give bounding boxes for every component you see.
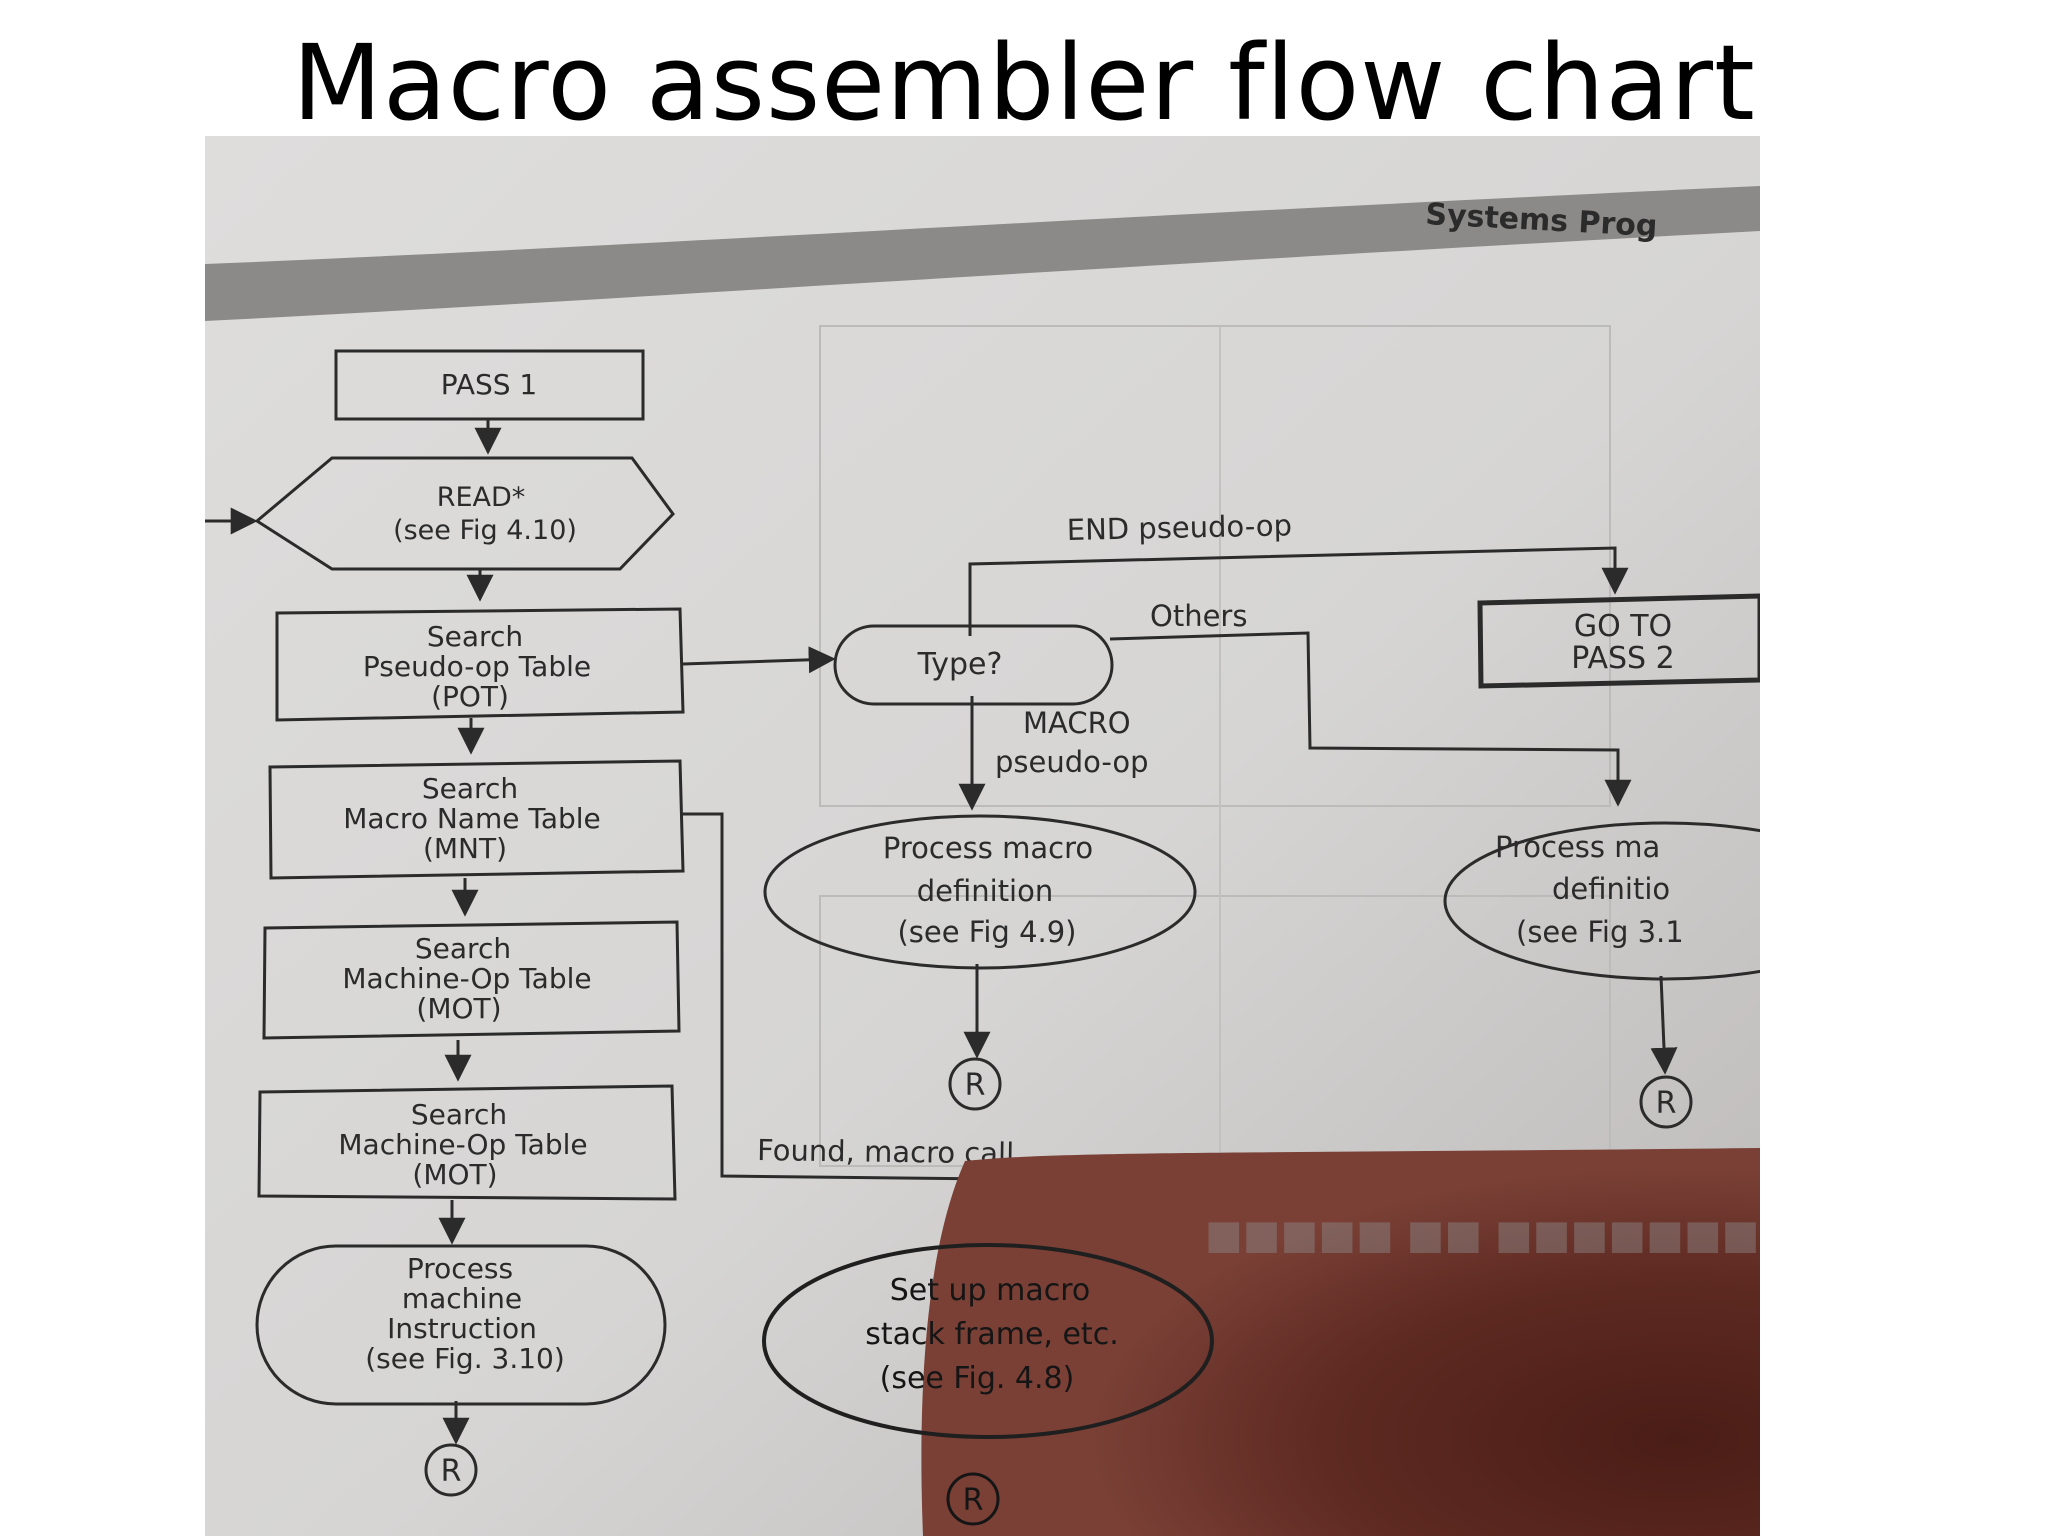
process-machine-line1: Process [407, 1252, 513, 1285]
return-connector: R [946, 1472, 1000, 1526]
macro-pseudo-op-label-2: pseudo-op [995, 745, 1149, 779]
pass1-label: PASS 1 [441, 368, 538, 401]
process-macro-def-line1: Process macro [883, 831, 1093, 865]
setup-macro-line1: Set up macro [890, 1273, 1091, 1308]
process-macro-def-right-line1: Process ma [1495, 830, 1660, 864]
process-macro-def-right-line3: (see Fig 3.1 [1516, 915, 1684, 949]
pass1-box [334, 349, 645, 421]
return-connector: R [948, 1057, 1002, 1111]
search-mot-box-1 [262, 920, 681, 1040]
search-mot2-line3: (MOT) [412, 1158, 497, 1191]
process-macro-def-line3: (see Fig 4.9) [897, 915, 1076, 949]
svg-text:R: R [965, 1068, 986, 1103]
type-decision-label: Type? [917, 647, 1003, 682]
search-pot-line2: Pseudo-op Table [363, 650, 591, 683]
search-pot-box [275, 607, 685, 722]
process-machine-line3: Instruction [387, 1312, 537, 1345]
return-connector: R [424, 1443, 478, 1497]
search-mot2-line2: Machine-Op Table [338, 1128, 587, 1161]
search-mnt-line3: (MNT) [423, 832, 507, 865]
process-macro-def-ellipse [763, 814, 1197, 970]
svg-text:R: R [441, 1454, 462, 1489]
read-line2: (see Fig 4.10) [393, 515, 577, 546]
search-mot1-line1: Search [415, 932, 511, 965]
process-macro-def-line2: definition [917, 874, 1054, 908]
others-label: Others [1150, 599, 1247, 633]
search-mot1-line2: Machine-Op Table [342, 962, 591, 995]
setup-macro-ellipse [762, 1243, 1214, 1439]
process-machine-line2: machine [402, 1282, 522, 1315]
bleed-through-text: ■■■■■ ■■ ■■■■■■■ [1205, 1212, 1760, 1258]
search-mnt-line1: Search [422, 772, 518, 805]
type-decision [833, 624, 1114, 706]
search-mot1-line3: (MOT) [416, 992, 501, 1025]
return-connector: R [1639, 1075, 1693, 1129]
setup-macro-line3: (see Fig. 4.8) [880, 1361, 1075, 1396]
svg-text:R: R [963, 1483, 984, 1518]
setup-macro-line2: stack frame, etc. [865, 1317, 1118, 1352]
flow-connectors [205, 418, 1678, 1479]
goto-pass2-line1: GO TO [1574, 609, 1672, 644]
read-hexagon [254, 456, 675, 571]
process-macro-def-right-ellipse [1443, 821, 1760, 981]
macro-pseudo-op-label-1: MACRO [1023, 706, 1131, 740]
goto-pass2-line2: PASS 2 [1571, 641, 1674, 676]
search-mnt-box [268, 759, 685, 880]
search-mot-box-2 [257, 1084, 677, 1201]
read-line1: READ* [437, 482, 526, 513]
flowchart-photo: Systems Prog [205, 136, 1760, 1536]
hand-shadow [921, 1148, 1760, 1536]
goto-pass2-box [1477, 593, 1760, 689]
search-pot-line1: Search [427, 620, 523, 653]
search-mnt-line2: Macro Name Table [343, 802, 601, 835]
end-pseudo-op-label: END pseudo-op [1066, 508, 1292, 547]
svg-text:R: R [1656, 1086, 1677, 1121]
search-mot2-line1: Search [411, 1098, 507, 1131]
process-machine-terminal [255, 1244, 667, 1406]
slide-title: Macro assembler flow chart [292, 22, 1756, 144]
process-machine-line4: (see Fig. 3.10) [365, 1342, 565, 1375]
search-pot-line3: (POT) [431, 680, 509, 713]
process-macro-def-right-line2: definitio [1552, 872, 1670, 906]
page-header-band [205, 186, 1760, 321]
